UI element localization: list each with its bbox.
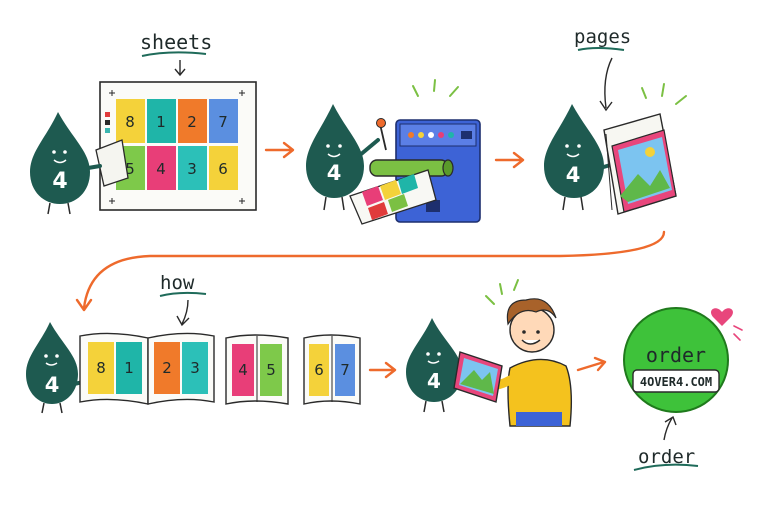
- sheet-tile: [178, 99, 207, 143]
- label-order: order: [638, 446, 696, 468]
- booklet: [603, 113, 677, 215]
- label-underline: [633, 463, 699, 471]
- spreads-stage: 4 8 1 2 3 4 5: [26, 322, 361, 414]
- flow-arrow: [368, 361, 397, 379]
- pointer-arrow: [663, 415, 677, 441]
- mascot-number: 4: [327, 161, 342, 185]
- mascot-number: 4: [45, 373, 60, 397]
- spread-page-number: 8: [96, 359, 106, 377]
- flow-connector-arrow: [75, 230, 666, 312]
- pointer-arrow: [599, 57, 613, 112]
- spread-page-number: 5: [266, 361, 276, 379]
- sheet-page-number: 2: [187, 113, 197, 131]
- pointer-arrow: [176, 299, 190, 327]
- booklet-spread: 6 7: [303, 334, 361, 405]
- sheet-tile: [209, 146, 238, 190]
- heart-icon: [711, 308, 733, 326]
- pointer-arrow: [174, 60, 186, 77]
- sheet-tile: [116, 99, 145, 143]
- sheet-page-number: 5: [125, 160, 135, 178]
- sheet-tile: [147, 146, 176, 190]
- label-underline: [577, 47, 625, 51]
- site-tag: [632, 369, 720, 393]
- ink-drop-mascot: 4: [306, 104, 387, 211]
- mascot-number: 4: [427, 369, 441, 393]
- spread-page-number: 1: [124, 359, 134, 377]
- label-underline: [141, 51, 207, 57]
- sheet-page-number: 7: [218, 113, 228, 131]
- flow-arrow: [576, 356, 607, 372]
- printed-photo: [453, 351, 503, 403]
- sparkle-icon: [412, 79, 459, 97]
- sheet-page-number: 3: [187, 160, 197, 178]
- customer-figure: [481, 298, 573, 427]
- sheet-page-number: 6: [218, 160, 228, 178]
- sparkle-icon: [641, 83, 687, 105]
- sheet-tile: [178, 146, 207, 190]
- ink-drop-mascot: 4: [406, 318, 462, 413]
- pages-stage: 4: [544, 83, 687, 215]
- mascot-sheet-stage: 8 1 2 7 5 4 3 6 4: [30, 81, 257, 215]
- mascot-number: 4: [566, 163, 581, 187]
- printer-roller: [369, 159, 449, 177]
- label-underline: [159, 291, 207, 297]
- label-sheets: sheets: [140, 30, 213, 54]
- sheet-tile: [147, 99, 176, 143]
- sheet-page-number: 4: [156, 160, 166, 178]
- printer-stage: 4: [306, 79, 481, 225]
- spread-page-number: 6: [314, 361, 324, 379]
- booklet-spread: 8 1 2 3: [79, 332, 215, 405]
- ink-drop-mascot: 4: [544, 104, 616, 211]
- printed-output-sheet: [349, 169, 437, 225]
- spread-page-number: 4: [238, 361, 248, 379]
- flow-arrow: [264, 141, 295, 159]
- delivery-stage: 4: [406, 279, 573, 427]
- color-swatches: [105, 112, 110, 133]
- sheet-page-number: 1: [156, 113, 166, 131]
- ink-drop-mascot: 4: [30, 112, 129, 215]
- order-badge-title: order: [646, 343, 706, 367]
- order-badge[interactable]: order 4OVER4.COM: [623, 307, 729, 413]
- crop-marks: [109, 90, 245, 204]
- sheet-page-number: 8: [125, 113, 135, 131]
- label-how: how: [160, 272, 195, 294]
- sheet-tile: [209, 99, 238, 143]
- spread-page-number: 2: [162, 359, 172, 377]
- label-pages: pages: [574, 26, 632, 48]
- flow-arrow: [494, 151, 525, 169]
- sparkle-icon: [485, 279, 519, 305]
- mascot-number: 4: [52, 169, 67, 194]
- sparkle-icon: [733, 325, 743, 341]
- booklet-spread: 4 5: [225, 334, 289, 405]
- spread-page-number: 3: [190, 359, 200, 377]
- site-url[interactable]: 4OVER4.COM: [640, 375, 712, 389]
- spread-page-number: 7: [340, 361, 350, 379]
